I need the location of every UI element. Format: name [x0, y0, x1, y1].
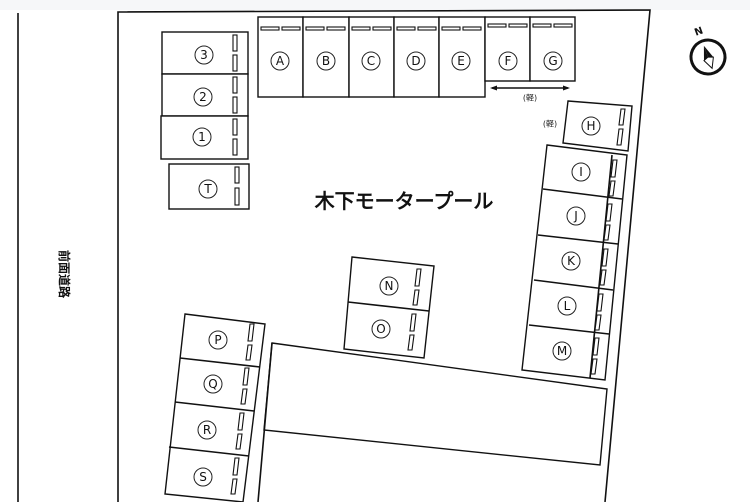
space-label: J — [573, 209, 578, 223]
space-label: G — [548, 54, 557, 68]
parking-space-M[interactable]: M — [552, 337, 600, 375]
space-label: 2 — [199, 90, 207, 104]
lot-title: 木下モータープール — [314, 189, 494, 213]
space-label: M — [557, 344, 567, 358]
space-label: B — [322, 54, 330, 68]
kei-arrow-FG: (軽) — [490, 85, 570, 103]
road-label: 前面道路 — [57, 250, 72, 299]
space-label: F — [505, 54, 512, 68]
top-row-spaces: A B C D E F — [257, 16, 576, 103]
space-label: O — [376, 322, 385, 336]
parking-space-G[interactable]: G — [529, 16, 576, 82]
parking-space-B[interactable]: B — [302, 16, 350, 98]
parking-space-C[interactable]: C — [348, 16, 395, 98]
space-label: A — [276, 54, 285, 68]
compass-label: N — [693, 25, 705, 38]
space-label: K — [567, 254, 576, 268]
parking-space-1[interactable]: 1 — [160, 115, 249, 160]
parking-space-O[interactable]: O — [371, 313, 417, 351]
parking-space-H[interactable]: H (軽) — [543, 100, 633, 152]
space-label: H — [586, 119, 595, 133]
parking-space-R[interactable]: R — [197, 412, 245, 450]
parking-space-L[interactable]: L — [557, 293, 604, 331]
parking-space-P[interactable]: P — [208, 323, 255, 361]
parking-space-J[interactable]: J — [566, 203, 613, 241]
parking-space-S[interactable]: S — [193, 457, 240, 495]
right-column-spaces: I J K L M — [521, 144, 628, 381]
space-label: L — [564, 299, 571, 313]
space-label: R — [203, 423, 211, 437]
building-block — [257, 342, 608, 502]
parking-space-N[interactable]: N — [379, 268, 422, 306]
parking-space-T[interactable]: T — [168, 163, 250, 210]
space-label: 1 — [198, 130, 206, 144]
space-label: 3 — [200, 48, 208, 62]
parking-space-Q[interactable]: Q — [203, 367, 250, 405]
property-boundary — [117, 9, 651, 502]
space-label: C — [367, 54, 375, 68]
center-pair-spaces: N O — [343, 256, 435, 359]
kei-label: (軽) — [543, 120, 557, 129]
parking-space-E[interactable]: E — [438, 16, 486, 98]
parking-space-D[interactable]: D — [393, 16, 440, 98]
top-band — [0, 0, 750, 10]
space-label: I — [579, 165, 583, 179]
parking-space-K[interactable]: K — [561, 248, 609, 286]
space-label: N — [385, 279, 394, 293]
space-label: E — [457, 54, 465, 68]
parking-space-I[interactable]: I — [571, 159, 618, 197]
space-label: T — [203, 182, 212, 196]
space-label: Q — [208, 377, 217, 391]
parking-space-3[interactable]: 3 — [161, 31, 249, 75]
space-label: P — [214, 333, 221, 347]
parking-space-F[interactable]: F — [484, 16, 531, 82]
space-label: S — [199, 470, 207, 484]
compass-north-icon: N — [689, 25, 727, 76]
lower-left-spaces: P Q R S — [164, 313, 266, 502]
parking-space-2[interactable]: 2 — [161, 73, 249, 117]
parking-space-A[interactable]: A — [257, 16, 304, 98]
left-column-spaces: 3 2 1 T — [160, 31, 250, 210]
kei-label: (軽) — [523, 94, 537, 103]
space-label: D — [411, 54, 420, 68]
